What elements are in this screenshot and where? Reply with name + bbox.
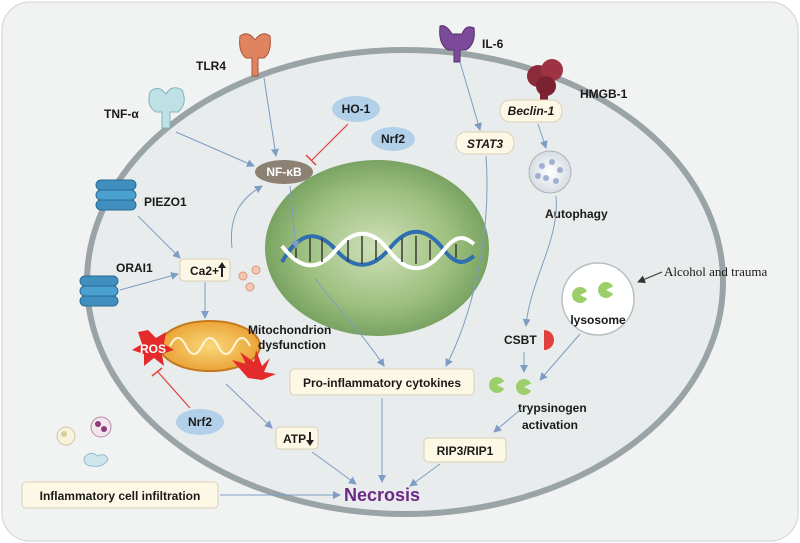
nucleus xyxy=(265,160,489,336)
enzyme-icon xyxy=(572,282,616,303)
infiltration-label: Inflammatory cell infiltration xyxy=(40,489,201,503)
orai1-label: ORAI1 xyxy=(116,261,153,275)
ho1-label: HO-1 xyxy=(342,102,371,116)
damage-burst-icon xyxy=(232,350,276,380)
tlr4-label: TLR4 xyxy=(196,59,226,73)
lysosome-label: lysosome xyxy=(570,313,626,327)
nrf2-top-label: Nrf2 xyxy=(381,132,405,146)
hmgb1-receptor-icon xyxy=(527,59,563,100)
mito-label-2: dysfunction xyxy=(258,338,326,352)
rip-box xyxy=(423,437,507,463)
ros-label: ROS xyxy=(140,342,166,356)
autophagy-label: Autophagy xyxy=(545,207,608,221)
ca2-box xyxy=(179,258,231,282)
piezo1-channel-icon xyxy=(95,179,137,211)
beclin1-box xyxy=(499,99,563,123)
alcohol-trauma-label: Alcohol and trauma xyxy=(664,264,767,279)
pathway-arrows xyxy=(119,61,663,499)
cytokines-label: Pro-inflammatory cytokines xyxy=(303,376,461,390)
nfkb-label: NF-κB xyxy=(266,165,302,179)
beclin1-label: Beclin-1 xyxy=(508,104,555,118)
il6-label: IL-6 xyxy=(482,37,504,51)
ho1-inhibits-nfkb xyxy=(311,123,349,161)
arrow-up-icon xyxy=(218,262,226,277)
orai1-channel-icon xyxy=(79,275,119,307)
arrow-down-icon xyxy=(306,432,314,446)
trypsinogen-icon xyxy=(489,377,534,395)
nrf2-bottom-label: Nrf2 xyxy=(188,415,212,429)
tlr4-receptor-icon xyxy=(239,33,271,77)
calcium-ions-icon xyxy=(238,265,261,292)
lysosome-node xyxy=(561,262,635,336)
atp-box xyxy=(275,426,319,450)
nrf2-inhibits-ros xyxy=(157,371,191,409)
hmgb1-label: HMGB-1 xyxy=(580,87,628,101)
ho1-node xyxy=(332,96,380,122)
dna-helix-icon xyxy=(280,229,476,271)
mito-label-1: Mitochondrion xyxy=(248,323,331,337)
activation-label: activation xyxy=(522,418,578,432)
ros-burst-icon xyxy=(132,330,174,366)
piezo1-label: PIEZO1 xyxy=(144,195,187,209)
stat3-label: STAT3 xyxy=(467,137,504,151)
autophagosome-icon xyxy=(528,150,572,194)
rip-label: RIP3/RIP1 xyxy=(437,444,494,458)
nrf2-top-node xyxy=(371,127,415,151)
atp-label: ATP xyxy=(283,432,306,446)
cytokines-box xyxy=(289,368,475,396)
il6-receptor-icon xyxy=(439,25,475,63)
tnf-receptor-icon xyxy=(148,87,185,129)
necrosis-label: Necrosis xyxy=(344,485,420,505)
ca2-label: Ca2+ xyxy=(190,264,219,278)
mitochondrion-icon xyxy=(159,320,261,372)
stat3-box xyxy=(455,131,515,155)
immune-cells-icon xyxy=(56,416,112,467)
csbt-label: CSBT xyxy=(504,333,537,347)
csbt-enzyme-icon xyxy=(544,330,554,350)
nrf2-bottom-node xyxy=(176,409,224,435)
tnfa-label: TNF-α xyxy=(104,107,139,121)
infiltration-box xyxy=(21,481,219,509)
trypsinogen-label: trypsinogen xyxy=(518,401,587,415)
nfkb-node xyxy=(255,160,313,184)
